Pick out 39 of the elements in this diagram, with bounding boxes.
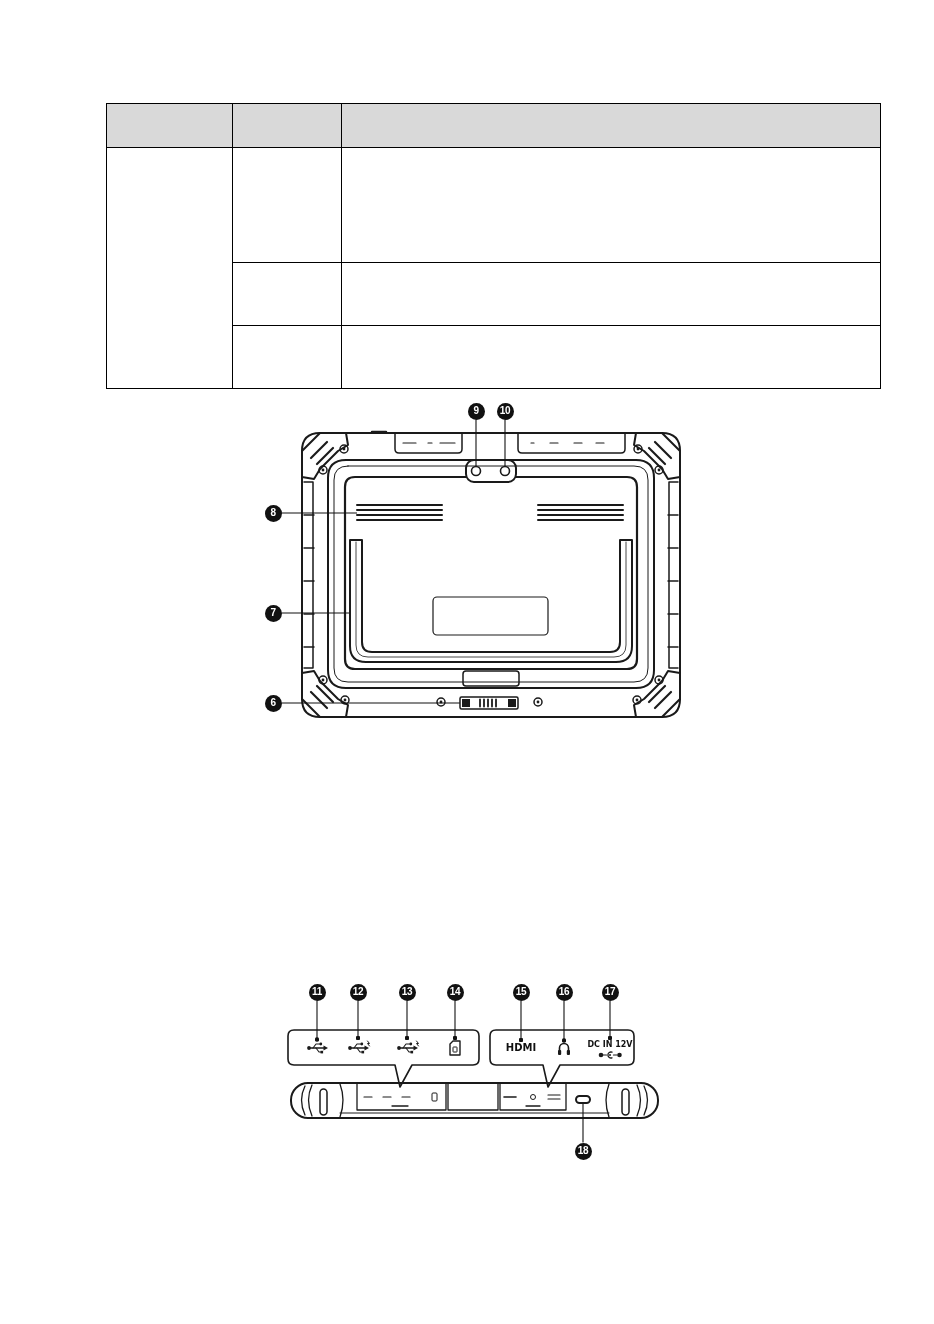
leader-line: [404, 999, 410, 1041]
sd-card-icon: [449, 1040, 461, 1056]
port-label: HDMI: [505, 1043, 537, 1053]
callout-number: 13: [398, 983, 416, 1001]
leader-line: [280, 512, 358, 514]
leader-line: [355, 999, 361, 1041]
leader-line: [452, 999, 458, 1041]
headphone-icon: [558, 1042, 570, 1055]
kickstand: [349, 539, 633, 663]
camera-lens: [470, 465, 482, 477]
usb-icon: [307, 1042, 328, 1054]
leader-line: [314, 999, 320, 1042]
leader-line: [475, 418, 477, 468]
leader-line: [280, 702, 461, 704]
usb-icon: [397, 1040, 419, 1054]
callout-number: 6: [264, 694, 282, 712]
callout-number: 9: [467, 402, 485, 420]
leader-line: [582, 1102, 584, 1144]
callout-number: 11: [308, 983, 326, 1001]
callout-number: 14: [446, 983, 464, 1001]
leader-line: [280, 612, 351, 614]
callout-number: 10: [496, 402, 514, 420]
usb-icon: [348, 1040, 370, 1054]
leader-line: [518, 999, 524, 1043]
callout-number: 7: [264, 604, 282, 622]
callout-number: 15: [512, 983, 530, 1001]
speaker-grille: [356, 504, 443, 521]
oval-slot: [575, 1095, 591, 1104]
callout-number: 18: [574, 1142, 592, 1160]
flash-lens: [499, 465, 511, 477]
leader-line: [607, 999, 613, 1041]
callout-number: 12: [349, 983, 367, 1001]
callout-number: 17: [601, 983, 619, 1001]
docking-connector: [459, 696, 519, 710]
callout-number: 8: [264, 504, 282, 522]
leader-line: [561, 999, 567, 1043]
port-label: DC IN 12V: [587, 1041, 633, 1049]
callout-number: 16: [555, 983, 573, 1001]
leader-line: [504, 418, 506, 468]
